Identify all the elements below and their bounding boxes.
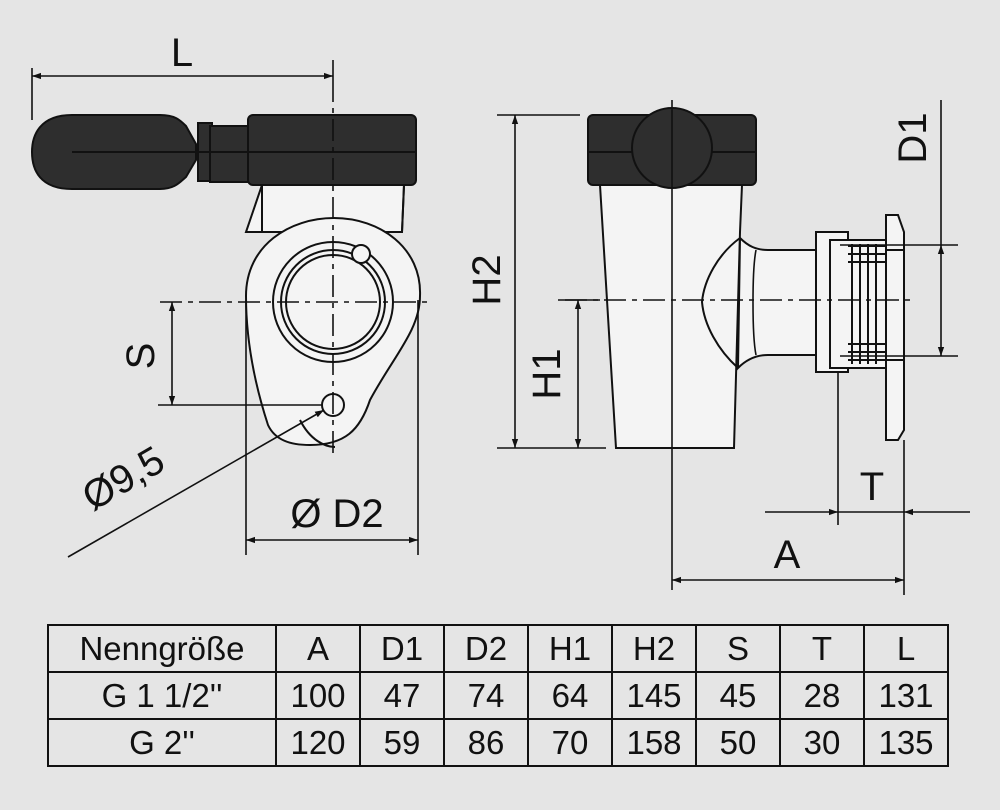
label-H2: H2 — [465, 254, 509, 305]
label-D2: Ø D2 — [290, 492, 383, 536]
header-cell: D1 — [359, 624, 445, 673]
flange-plate — [885, 214, 905, 441]
table-row: G 1 1/2'' 100 47 74 64 145 45 28 131 — [47, 671, 949, 720]
table-cell: 120 — [275, 718, 361, 767]
thread-lines — [848, 244, 888, 364]
header-cell: L — [863, 624, 949, 673]
table-row: G 2'' 120 59 86 70 158 50 30 135 — [47, 718, 949, 767]
dim-hole — [67, 409, 325, 558]
table-cell: 30 — [779, 718, 865, 767]
table-cell: 100 — [275, 671, 361, 720]
header-cell: T — [779, 624, 865, 673]
table-header-row: Nenngröße A D1 D2 H1 H2 S T L — [47, 624, 949, 673]
header-cell: Nenngröße — [47, 624, 277, 673]
label-D1: D1 — [891, 112, 935, 163]
table-cell: 135 — [863, 718, 949, 767]
table-cell: 145 — [611, 671, 697, 720]
header-cell: S — [695, 624, 781, 673]
label-H1: H1 — [525, 348, 569, 399]
lever-arm — [209, 125, 253, 183]
front-view — [30, 60, 430, 555]
table-cell: 50 — [695, 718, 781, 767]
side-view — [497, 100, 958, 595]
table-cell: 74 — [443, 671, 529, 720]
label-diam95: Ø9,5 — [75, 438, 172, 519]
table-cell: G 2'' — [47, 718, 277, 767]
table-cell: 64 — [527, 671, 613, 720]
table-cell: 59 — [359, 718, 445, 767]
label-S: S — [119, 343, 163, 370]
table-cell: G 1 1/2'' — [47, 671, 277, 720]
table-cell: 45 — [695, 671, 781, 720]
table-cell: 131 — [863, 671, 949, 720]
table-cell: 28 — [779, 671, 865, 720]
label-L: L — [171, 31, 193, 75]
side-body — [598, 184, 744, 449]
header-cell: H2 — [611, 624, 697, 673]
table-cell: 158 — [611, 718, 697, 767]
label-A: A — [774, 533, 801, 577]
table-cell: 47 — [359, 671, 445, 720]
table-cell: 86 — [443, 718, 529, 767]
header-cell: A — [275, 624, 361, 673]
dimensions-table: Nenngröße A D1 D2 H1 H2 S T L G 1 1/2'' … — [47, 624, 949, 767]
table-cell: 70 — [527, 718, 613, 767]
label-T: T — [860, 465, 884, 509]
header-cell: H1 — [527, 624, 613, 673]
header-cell: D2 — [443, 624, 529, 673]
valve-top-cap — [247, 114, 417, 186]
